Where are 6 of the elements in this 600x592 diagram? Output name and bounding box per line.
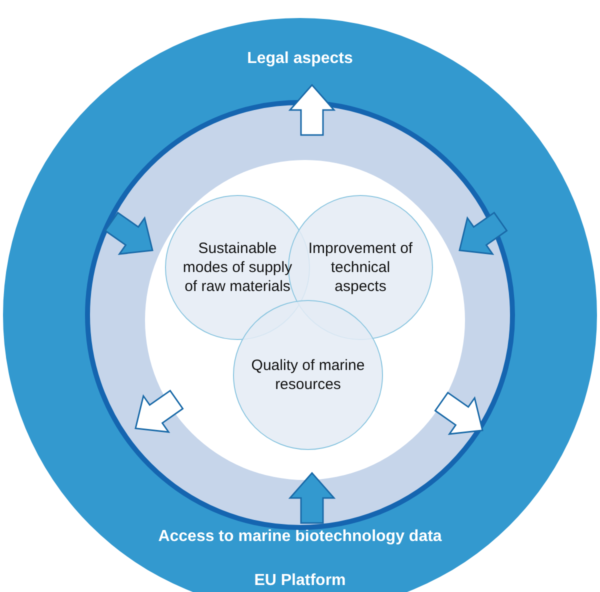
topic-label: Improvement of technical aspects	[307, 239, 414, 296]
topic-label: Sustainable modes of supply of raw materials	[182, 239, 294, 296]
ring-label: EU Platform	[254, 571, 346, 591]
ring-label: Access to marine biotechnology data	[158, 527, 442, 547]
ring-label: Legal aspects	[247, 49, 353, 69]
topic-label: Quality of marine resources	[250, 356, 366, 394]
